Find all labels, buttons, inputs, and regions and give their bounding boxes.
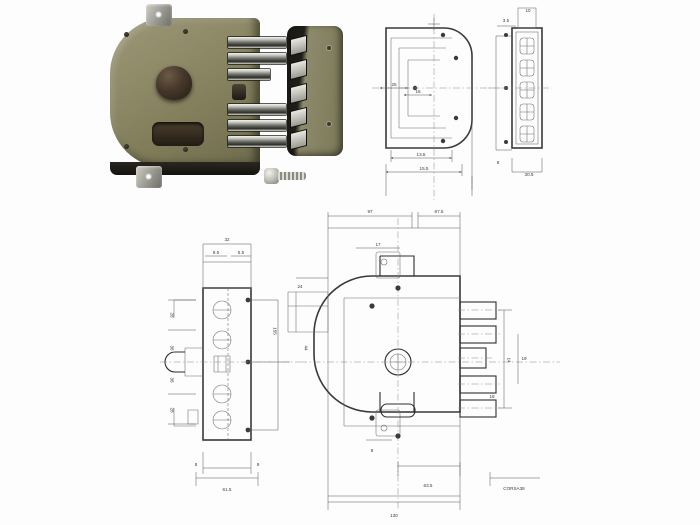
dim-label: 13.5 bbox=[417, 152, 426, 157]
deadbolt bbox=[228, 120, 286, 131]
screw-hole bbox=[327, 46, 331, 50]
dim-label: 63.5 bbox=[424, 483, 433, 488]
deadbolt bbox=[228, 104, 286, 115]
dim-label: 16 bbox=[415, 89, 421, 94]
dim-label: 130 bbox=[390, 513, 398, 518]
dim-label: 97 bbox=[367, 209, 373, 214]
rivet bbox=[124, 32, 129, 37]
mounting-screw-photo bbox=[264, 168, 306, 184]
deadbolt bbox=[228, 37, 286, 48]
faceplate-holes-main bbox=[212, 300, 232, 430]
view-bottom-left-side: 32 9.5 5.5 155 28 38 38 28 61.5 8 9 bbox=[160, 237, 300, 492]
view-top-right-side: 3.5 10 8 30.5 bbox=[488, 7, 552, 177]
dim-label: 155 bbox=[273, 327, 278, 335]
dim-label: 38 bbox=[170, 377, 175, 383]
rivet bbox=[124, 144, 129, 149]
dim-label: 9.5 bbox=[213, 250, 220, 255]
dim-label: 28 bbox=[170, 312, 175, 318]
mounting-tab-top bbox=[146, 4, 172, 26]
dim-label: 28 bbox=[170, 407, 175, 413]
dim-label: 19 bbox=[521, 356, 527, 361]
dim-label: 30.5 bbox=[525, 172, 534, 177]
dim-label: 25 bbox=[391, 82, 397, 87]
dim-label: 8 bbox=[497, 160, 500, 165]
latch-bolt bbox=[232, 84, 246, 100]
tab-hole bbox=[145, 173, 152, 180]
dim-label: 10 bbox=[525, 8, 531, 13]
dim-label: 87.5 bbox=[435, 209, 444, 214]
dim-label: 18 bbox=[489, 394, 495, 399]
dim-label: 17 bbox=[375, 242, 381, 247]
deadbolt bbox=[228, 69, 270, 80]
dim-label: 24 bbox=[297, 284, 303, 289]
dim-label: 32 bbox=[224, 237, 230, 242]
dim-label: 8 bbox=[195, 462, 198, 467]
dim-label: 61.5 bbox=[223, 487, 232, 492]
mounting-tab-bottom bbox=[136, 166, 162, 188]
keyhole bbox=[152, 122, 204, 146]
dim-label: 8 bbox=[371, 448, 374, 453]
view-top-right-front: 25 16 13.5 15.5 bbox=[372, 14, 500, 200]
dim-label: 3.5 bbox=[503, 18, 510, 23]
tab-hole bbox=[155, 11, 162, 18]
dim-label: 5.5 bbox=[238, 250, 245, 255]
screw-hole bbox=[327, 122, 331, 126]
rivet bbox=[183, 147, 188, 152]
view-bottom-right-plan: 97 87.5 17 24 44 14 19 18 63.5 130 CORSA… bbox=[287, 209, 560, 518]
bolt-projections bbox=[458, 301, 500, 418]
dim-label: 14 bbox=[507, 357, 512, 363]
screw-shaft bbox=[278, 172, 306, 180]
dim-label: 38 bbox=[170, 345, 175, 351]
dim-label: CORSA38 bbox=[503, 486, 525, 491]
deadbolt bbox=[228, 136, 286, 147]
rivet bbox=[183, 29, 188, 34]
deadbolt bbox=[228, 53, 286, 64]
strike-plate-photo bbox=[287, 26, 343, 156]
knob bbox=[156, 66, 192, 100]
dim-label: 9 bbox=[257, 462, 260, 467]
dim-label: 15.5 bbox=[420, 166, 429, 171]
dim-label: 44 bbox=[304, 345, 309, 351]
faceplate-bolt-holes bbox=[519, 37, 535, 143]
screw-head bbox=[264, 168, 279, 184]
